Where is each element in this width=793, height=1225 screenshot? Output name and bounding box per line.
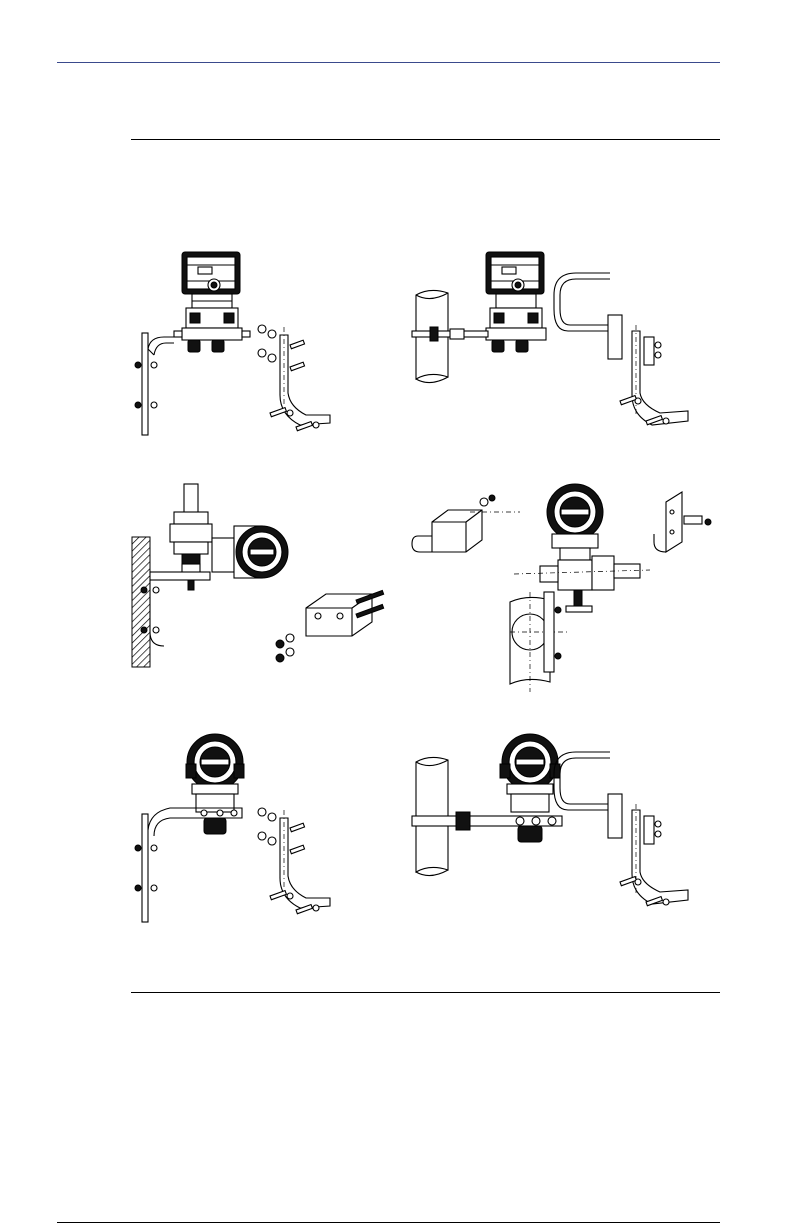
exploded-bracket-right: [654, 492, 711, 552]
coplanar-panel-mount-illustration: [130, 245, 370, 445]
exploded-bracket-left: [412, 495, 520, 552]
sensor-module: [174, 294, 250, 352]
exploded-u-bolt-hardware: [554, 273, 688, 425]
exploded-bracket-hardware: [258, 325, 330, 431]
transmitter-housing: [212, 526, 288, 578]
figure-frame-top-rule: [131, 139, 720, 140]
coplanar-pipe-mount-illustration: [410, 245, 720, 445]
panel-bracket: [135, 333, 174, 435]
inline-pipe-mount-illustration: [410, 732, 720, 932]
exploded-u-bolt-hardware: [554, 752, 688, 906]
transmitter-housing: [486, 252, 546, 352]
transmitter-housing: [500, 734, 560, 812]
figure-frame-bottom-rule: [131, 992, 720, 993]
footer-rule: [57, 1222, 720, 1223]
exploded-bracket-hardware: [258, 808, 330, 914]
panel-bracket: [141, 572, 210, 646]
panel-bracket: [135, 808, 242, 922]
traditional-pipe-mount-illustration: [410, 482, 720, 692]
transmitter-housing: [186, 734, 244, 812]
header-rule: [57, 62, 720, 63]
traditional-panel-mount-illustration: [130, 482, 390, 672]
panel-wall: [132, 537, 150, 667]
inline-panel-mount-illustration: [130, 732, 370, 932]
exploded-bracket-hardware: [276, 590, 384, 662]
vertical-pipe: [510, 592, 570, 692]
flange-assembly: [170, 484, 212, 574]
transmitter-housing: [547, 484, 603, 560]
transmitter-housing: [182, 252, 240, 294]
